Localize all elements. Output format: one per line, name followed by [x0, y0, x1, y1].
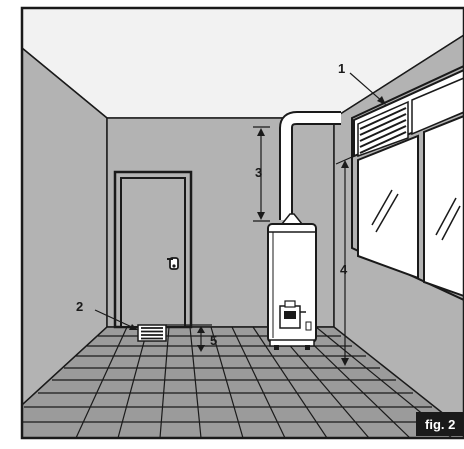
- callout-4: 4: [340, 262, 348, 277]
- callout-5: 5: [210, 333, 217, 348]
- window-pane-left: [358, 136, 418, 278]
- figure-badge-label: fig. 2: [425, 417, 455, 432]
- floor-vent: [138, 325, 166, 341]
- callout-2: 2: [76, 299, 83, 314]
- callout-1: 1: [338, 61, 345, 76]
- window-pane-right: [424, 116, 464, 296]
- door: [115, 172, 191, 327]
- figure-badge: fig. 2: [416, 412, 464, 436]
- callout-3: 3: [255, 165, 262, 180]
